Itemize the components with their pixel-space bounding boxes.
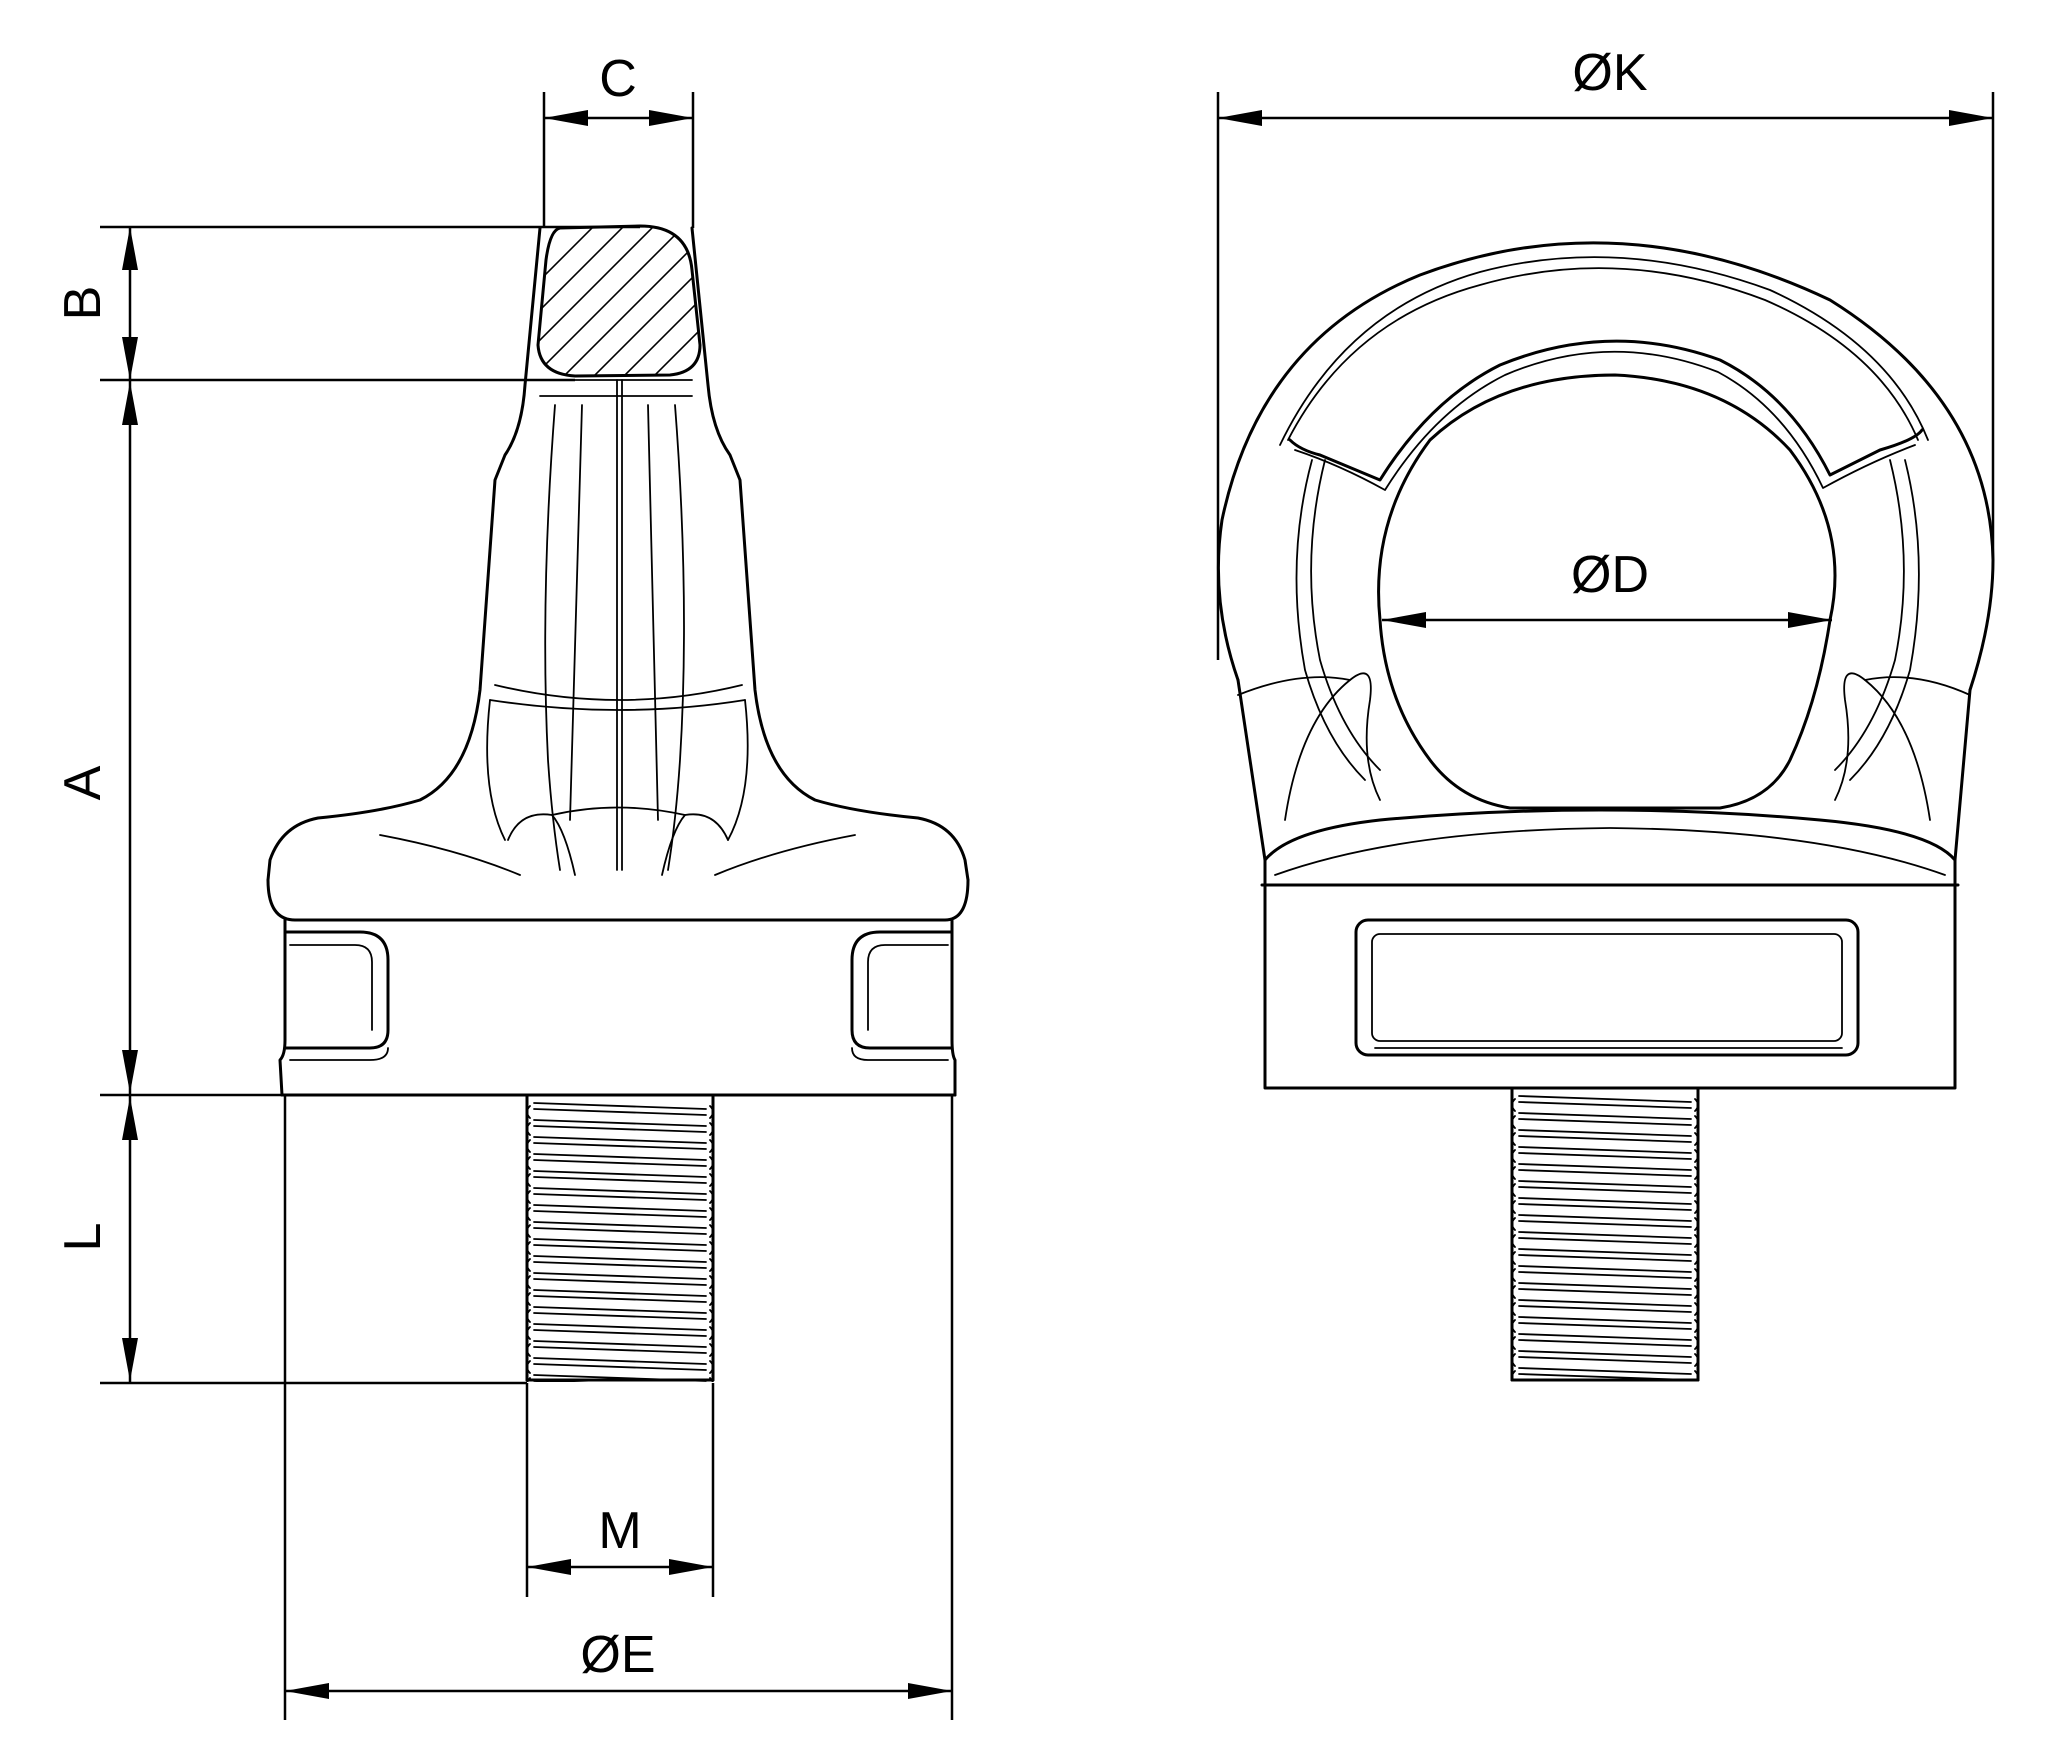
thread-line — [533, 1306, 707, 1320]
thread-line — [1518, 1231, 1692, 1245]
thread-line — [1518, 1129, 1692, 1143]
thread-line — [1518, 1214, 1692, 1228]
thread-line — [1518, 1316, 1692, 1330]
thread-crest — [1512, 1149, 1699, 1163]
thread-line — [1518, 1367, 1692, 1380]
label-k: ØK — [1572, 44, 1647, 102]
label-c: C — [599, 50, 637, 108]
thread-line — [533, 1102, 707, 1116]
thread-crest — [526, 1360, 714, 1374]
thread-line — [533, 1119, 707, 1133]
thread-line — [533, 1374, 707, 1382]
thread-line — [533, 1170, 707, 1184]
thread-line — [533, 1136, 707, 1150]
thread-line — [1518, 1282, 1692, 1296]
thread-line — [533, 1238, 707, 1252]
thread-line — [533, 1323, 707, 1337]
thread-line — [1518, 1333, 1692, 1347]
thread-crest — [1512, 1217, 1699, 1231]
thread-line — [533, 1289, 707, 1303]
thread-line — [1518, 1299, 1692, 1313]
thread-line — [1518, 1265, 1692, 1279]
thread-crest — [1512, 1302, 1699, 1316]
thread-crest — [526, 1241, 714, 1255]
ring-cross-section — [536, 224, 702, 378]
dimension-lines-side — [100, 92, 954, 1720]
label-a: A — [54, 765, 112, 800]
thread-line — [533, 1340, 707, 1354]
thread-crest — [526, 1207, 714, 1221]
thread-crest — [1512, 1098, 1699, 1112]
thread-crest — [526, 1292, 714, 1306]
thread-crest — [526, 1309, 714, 1323]
swivel-body — [266, 226, 970, 1097]
thread-crest — [1512, 1268, 1699, 1282]
thread-line — [533, 1204, 707, 1218]
thread-line — [533, 1153, 707, 1167]
thread-line — [1518, 1112, 1692, 1126]
thread-line — [1518, 1248, 1692, 1262]
thread-crest — [526, 1258, 714, 1272]
thread-crest — [1512, 1115, 1699, 1129]
thread-crest — [526, 1173, 714, 1187]
label-l: L — [54, 1223, 112, 1252]
label-b: B — [54, 286, 112, 321]
thread-crest — [1512, 1234, 1699, 1248]
threaded-bolt — [525, 1093, 715, 1382]
side-view: C B A L M ØE — [54, 50, 970, 1720]
thread-crest — [1512, 1166, 1699, 1180]
thread-crest — [526, 1224, 714, 1238]
thread-line — [1518, 1146, 1692, 1160]
thread-line — [1518, 1163, 1692, 1177]
thread-line — [533, 1357, 707, 1371]
label-m: M — [598, 1502, 641, 1560]
thread-line — [1518, 1095, 1692, 1109]
thread-line — [1518, 1197, 1692, 1211]
thread-line — [533, 1255, 707, 1269]
thread-crest — [526, 1105, 714, 1119]
thread-crest — [526, 1275, 714, 1289]
thread-crest — [1512, 1200, 1699, 1214]
thread-line — [1518, 1180, 1692, 1194]
thread-crest — [526, 1156, 714, 1170]
thread-line — [533, 1187, 707, 1201]
thread-crest — [1512, 1183, 1699, 1197]
thread-crest — [526, 1377, 714, 1382]
label-d: ØD — [1571, 546, 1649, 604]
thread-crest — [1512, 1370, 1699, 1380]
front-view: ØK ØD — [1216, 44, 1995, 1382]
thread-crest — [526, 1343, 714, 1357]
label-e: ØE — [580, 1626, 655, 1684]
thread-crest — [1512, 1251, 1699, 1265]
thread-crest — [526, 1139, 714, 1153]
thread-crest — [1512, 1132, 1699, 1146]
thread-crest — [1512, 1285, 1699, 1299]
thread-crest — [526, 1326, 714, 1340]
thread-crest — [1512, 1336, 1699, 1350]
thread-line — [1518, 1350, 1692, 1364]
thread-crest — [1512, 1353, 1699, 1367]
threaded-bolt-front — [1510, 1086, 1700, 1382]
thread-line — [533, 1272, 707, 1286]
thread-crest — [1512, 1319, 1699, 1333]
thread-crest — [526, 1190, 714, 1204]
thread-crest — [526, 1122, 714, 1136]
thread-line — [533, 1221, 707, 1235]
